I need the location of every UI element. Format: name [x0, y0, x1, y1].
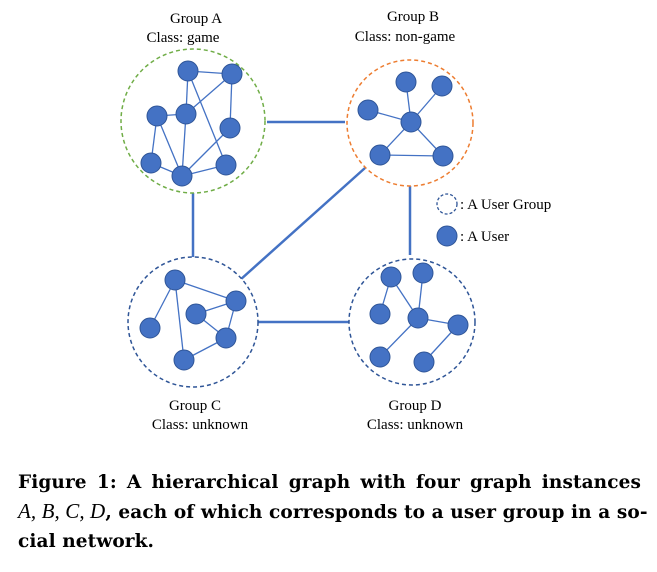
user-node: [164, 269, 186, 291]
user-node: [173, 349, 195, 371]
group-c: Group C Class: unknown: [127, 256, 259, 433]
caption-line-3: cial network.: [18, 531, 155, 552]
caption-line-2: A, B, C, D, each of which corresponds to…: [18, 497, 648, 527]
user-node: [221, 63, 243, 85]
caption-line-2-rest: , each of which corresponds to a user gr…: [105, 502, 648, 523]
group-b-name: Group B: [387, 9, 439, 25]
figure-caption: Figure 1: A hierarchical graph with four…: [18, 468, 648, 556]
group-c-class: Class: unknown: [152, 417, 249, 433]
user-node: [369, 144, 391, 166]
user-node: [171, 165, 193, 187]
group-d-class: Class: unknown: [367, 417, 464, 433]
user-node: [177, 60, 199, 82]
group-edges: [191, 120, 412, 324]
user-node: [407, 307, 429, 329]
legend-user-label: : A User: [460, 229, 509, 245]
user-node: [219, 117, 241, 139]
legend: : A User Group : A User: [436, 193, 551, 247]
group-a-class: Class: game: [147, 30, 220, 46]
group-b: Group B Class: non-game: [346, 9, 474, 187]
group-b-class: Class: non-game: [355, 29, 456, 45]
user-node: [369, 303, 391, 325]
caption-line-1: Figure 1: A hierarchical graph with four…: [18, 472, 641, 493]
user-node: [412, 262, 434, 284]
edge-b-c: [239, 167, 366, 281]
user-node: [185, 303, 207, 325]
user-node: [225, 290, 247, 312]
user-node: [146, 105, 168, 127]
group-a: Group A Class: game: [120, 11, 266, 194]
legend-user-icon: [436, 225, 458, 247]
user-node: [175, 103, 197, 125]
user-node: [413, 351, 435, 373]
user-node: [139, 317, 161, 339]
user-node: [140, 152, 162, 174]
user-node: [432, 145, 454, 167]
user-node: [395, 71, 417, 93]
caption-variables: A, B, C, D: [18, 499, 106, 523]
user-node: [215, 154, 237, 176]
user-node: [431, 75, 453, 97]
user-node: [369, 346, 391, 368]
user-node: [447, 314, 469, 336]
user-node: [400, 111, 422, 133]
user-node: [215, 327, 237, 349]
user-node: [357, 99, 379, 121]
hierarchical-graph-diagram: Group A Class: game Group B: [120, 9, 551, 433]
group-c-name: Group C: [169, 398, 221, 414]
legend-group-icon: [436, 193, 458, 215]
legend-group-label: : A User Group: [460, 197, 551, 213]
group-a-name: Group A: [170, 11, 222, 27]
group-d-name: Group D: [389, 398, 442, 414]
user-node: [380, 266, 402, 288]
group-d: Group D Class: unknown: [348, 258, 476, 433]
